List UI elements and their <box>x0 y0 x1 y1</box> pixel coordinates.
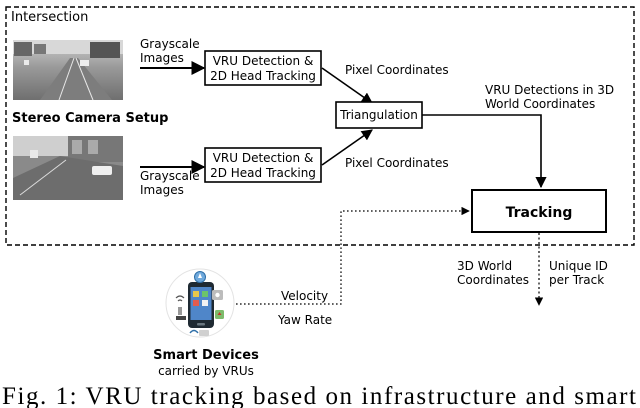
gps-icon <box>212 290 224 319</box>
camera-image-top <box>13 40 123 101</box>
smart-devices-label: Smart Devices <box>153 348 259 363</box>
pixel-coords-top: Pixel Coordinates <box>345 63 449 77</box>
triangulation-box <box>335 101 423 129</box>
wifi-icon <box>175 295 185 302</box>
camera-image-bottom <box>13 136 123 200</box>
detection-box-top <box>204 50 322 86</box>
grayscale-label-top-2: Images <box>140 51 184 65</box>
unique-id-line1: Unique ID <box>549 259 608 273</box>
grayscale-label-bottom-2: Images <box>140 183 184 197</box>
smartphone-icon <box>165 268 235 338</box>
detection-box-bottom <box>204 147 322 183</box>
stereo-camera-label: Stereo Camera Setup <box>12 111 168 126</box>
tracking-box <box>471 189 607 233</box>
vru-world-line1: VRU Detections in 3D <box>485 83 614 97</box>
pixel-coords-bottom: Pixel Coordinates <box>345 156 449 170</box>
detection-bottom-line2: 2D Head Tracking <box>210 166 316 180</box>
arrow-detect-to-tri-bottom <box>321 129 373 166</box>
arrow-detect-to-tri-top <box>321 67 373 104</box>
detection-top-line1: VRU Detection & <box>213 54 314 68</box>
compass-icon <box>194 271 206 283</box>
triangulation-label: Triangulation <box>339 108 418 122</box>
yaw-rate-label: Yaw Rate <box>277 313 332 327</box>
figure-caption: Fig. 1: VRU tracking based on infrastruc… <box>2 383 636 408</box>
velocity-label: Velocity <box>281 289 328 303</box>
bluetooth-icon <box>176 307 209 336</box>
carried-by-label: carried by VRUs <box>158 364 254 378</box>
grayscale-label-bottom-1: Grayscale <box>140 169 200 183</box>
detection-bottom-line1: VRU Detection & <box>213 151 314 165</box>
unique-id-line2: per Track <box>549 273 604 287</box>
intersection-region <box>5 6 635 246</box>
grayscale-label-top-1: Grayscale <box>140 37 200 51</box>
vru-world-line2: World Coordinates <box>485 97 595 111</box>
intersection-label: Intersection <box>11 10 88 25</box>
detection-top-line2: 2D Head Tracking <box>210 69 316 83</box>
arrow-tri-to-tracking <box>422 114 547 189</box>
world-out-line2: Coordinates <box>457 273 529 287</box>
dotted-link-devices-to-tracking <box>236 206 470 305</box>
tracking-label: Tracking <box>506 205 573 221</box>
world-out-line1: 3D World <box>457 259 512 273</box>
